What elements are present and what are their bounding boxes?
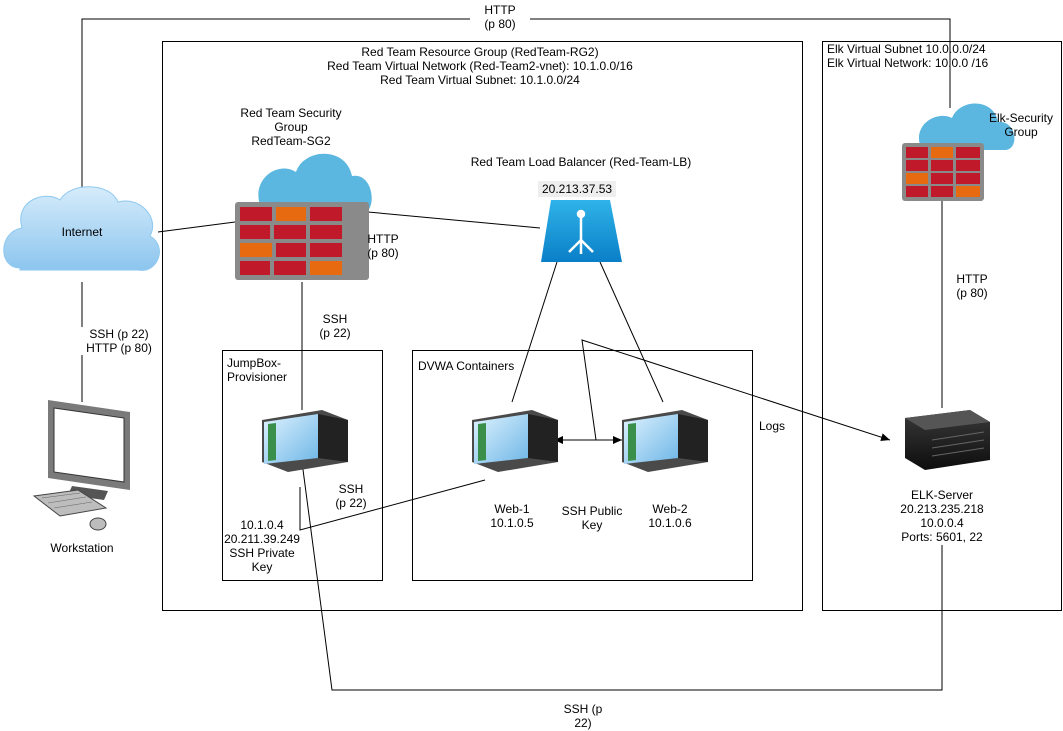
logs-connector [581, 339, 891, 442]
load-balancer-icon [541, 200, 622, 262]
jumpbox-to-elk-connector [301, 461, 943, 691]
resource-group-box [162, 41, 803, 611]
internet-label: Internet [61, 225, 103, 239]
elk-network-box [822, 41, 1062, 611]
workstation-label: Workstation [50, 541, 114, 555]
jumpbox-info: 10.1.0.4 20.211.39.249 SSH Private Key [224, 518, 300, 574]
http-top-label: HTTP (p 80) [470, 3, 530, 31]
logs-label: Logs [758, 419, 786, 433]
web2-label: Web-2 10.1.0.6 [648, 502, 692, 530]
security-group-label: Red Team Security Group RedTeam-SG2 [240, 106, 342, 148]
ssh-jumpbox-internal-label: SSH (p 22) [335, 482, 367, 510]
jumpbox-title: JumpBox- Provisioner [227, 356, 288, 384]
web1-label: Web-1 10.1.0.5 [490, 502, 534, 530]
web2-server-icon [622, 410, 708, 472]
dvwa-box [412, 350, 753, 581]
jumpbox-to-dvwa-connector [299, 479, 486, 531]
internet-cloud-icon [3, 186, 160, 271]
sg-to-lb-connector [367, 211, 541, 229]
jumpbox-box [222, 350, 383, 581]
ssh-public-key-label: SSH Public Key [561, 504, 623, 532]
dvwa-title: DVWA Containers [418, 359, 515, 373]
elk-server-label: ELK-Server 20.213.235.218 10.0.0.4 Ports… [900, 488, 984, 544]
elk-security-group-label: Elk-Security Group [988, 111, 1053, 139]
http-elk-label: HTTP (p 80) [956, 272, 988, 300]
elk-server-icon [905, 410, 990, 470]
web1-server-icon [472, 410, 558, 472]
ssh-http-internet-label: SSH (p 22) HTTP (p 80) [80, 327, 158, 355]
elk-security-group-icon [902, 103, 1015, 201]
security-group-icon [235, 153, 372, 280]
lb-ip-label: 20.213.37.53 [538, 181, 617, 197]
http-sg-label: HTTP (p 80) [367, 232, 399, 260]
jumpbox-server-icon [262, 410, 348, 472]
internet-to-sg-connector [157, 221, 236, 233]
lb-to-web1-connector [511, 261, 558, 403]
workstation-icon [32, 400, 130, 531]
firewall-bricks [240, 207, 342, 275]
resource-group-title: Red Team Resource Group (RedTeam-RG2) Re… [327, 45, 633, 87]
elk-network-title: Elk Virtual Subnet 10.0.0.0/24 Elk Virtu… [827, 42, 989, 70]
ssh-jumpbox-label: SSH (p 22) [319, 312, 351, 340]
load-balancer-label: Red Team Load Balancer (Red-Team-LB) [470, 155, 692, 169]
ssh-bottom-label: SSH (p 22) [563, 702, 603, 730]
lb-to-web2-connector [599, 261, 664, 403]
